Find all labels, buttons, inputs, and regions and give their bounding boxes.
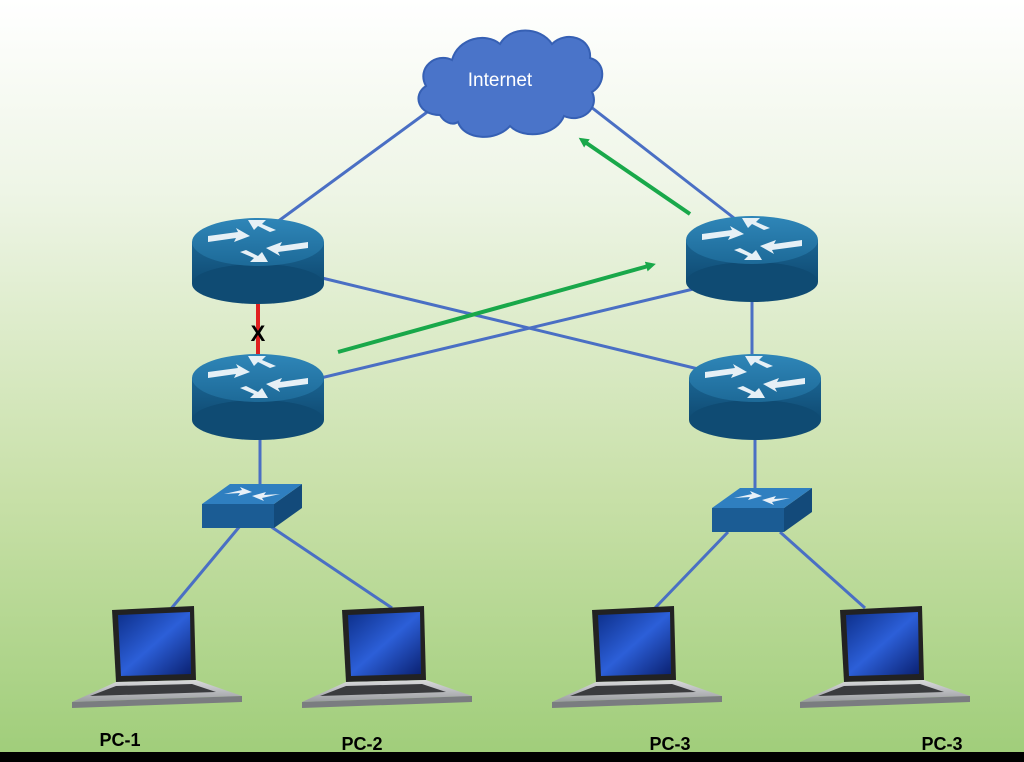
link-cloud-core-right [581,98,753,234]
traffic-arrow-to-core-right [337,261,656,354]
pc-label-1: PC-1 [99,730,141,750]
laptop-pc-1 [72,606,242,708]
link-switch-right-pc3b [779,530,866,610]
link-switch-right-pc3a [653,530,730,610]
laptop-pc-3 [552,606,722,708]
switch-right [712,488,812,532]
traffic-arrow-to-internet [578,137,692,216]
core-router-right [686,216,818,302]
network-links [168,98,866,611]
distribution-router-left [192,354,324,440]
laptop-pc-2 [302,606,472,708]
switch-left [202,484,302,528]
failed-link-marker: X [251,321,266,346]
link-core-right-dist-left [261,273,753,394]
link-switch-left-pc2 [269,524,393,610]
internet-cloud: Internet [417,29,604,138]
distribution-router-right [689,354,821,440]
pc-label-2: PC-2 [341,734,383,754]
link-core-left-dist-right [321,276,753,384]
link-cloud-core-left [257,108,431,238]
cloud-label: Internet [468,70,533,91]
link-switch-left-pc1 [168,525,242,611]
core-router-left [192,218,324,304]
bottom-bar [0,752,1024,762]
pc-label-3: PC-3 [649,734,691,754]
laptop-pc-4 [800,606,970,708]
pc-label-4: PC-3 [921,734,963,754]
